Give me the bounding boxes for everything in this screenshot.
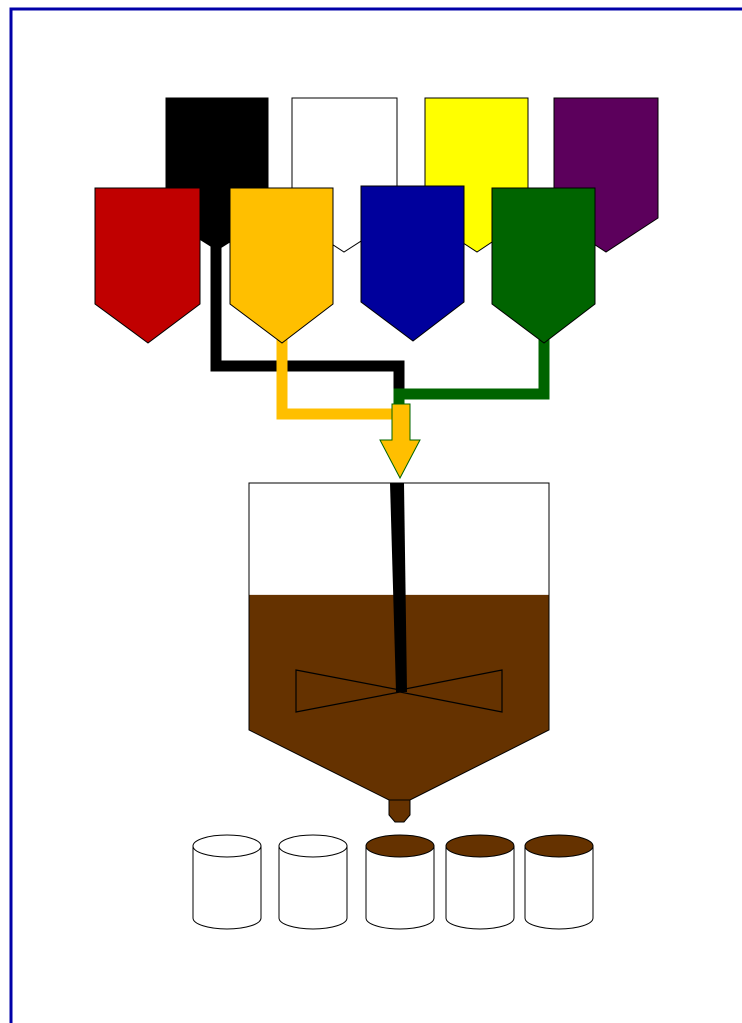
output-cups [193, 835, 593, 929]
cup-contents [446, 835, 514, 857]
cup-empty [279, 835, 347, 929]
cup-filled [366, 835, 434, 929]
cup-filled [525, 835, 593, 929]
cup-rim [193, 835, 261, 857]
cup-filled [446, 835, 514, 929]
cup-body [193, 846, 261, 929]
cup-body [279, 846, 347, 929]
cup-contents [525, 835, 593, 857]
cup-rim [279, 835, 347, 857]
cup-body [525, 846, 593, 929]
cup-body [366, 846, 434, 929]
tank-outlet-valve [389, 800, 410, 822]
cup-contents [366, 835, 434, 857]
cup-body [446, 846, 514, 929]
cup-empty [193, 835, 261, 929]
